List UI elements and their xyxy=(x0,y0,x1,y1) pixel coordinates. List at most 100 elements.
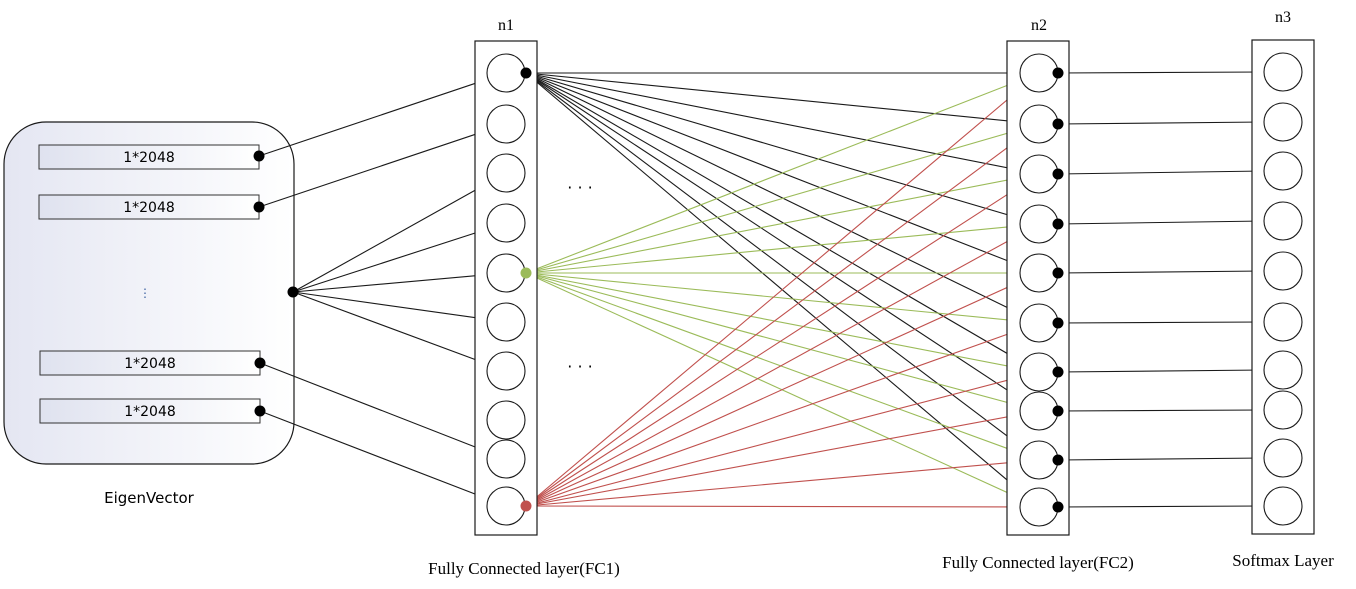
fc-connection-line xyxy=(525,175,1022,274)
input-dot xyxy=(253,201,265,213)
vertical-ellipsis: ⋮ xyxy=(139,286,151,300)
fc-connection-line xyxy=(525,72,1023,316)
fc2-softmax-line xyxy=(1057,118,1265,127)
neurons xyxy=(486,52,1303,527)
vector-bar: 1*2048 xyxy=(39,398,261,424)
input-connection-line xyxy=(259,362,490,454)
input-dot xyxy=(254,357,266,369)
fc2-neuron xyxy=(1019,487,1059,527)
softmax-neuron xyxy=(1263,438,1303,478)
input-connection-line xyxy=(292,291,489,366)
fc1-neuron xyxy=(486,104,526,144)
fc2-softmax-line xyxy=(1057,366,1265,375)
softmax-neuron xyxy=(1263,486,1303,526)
fc2-output-dot xyxy=(1052,454,1064,466)
fc2-softmax-line xyxy=(1057,454,1265,463)
fc2-neuron xyxy=(1019,303,1059,343)
softmax-bottom-label: Softmax Layer xyxy=(1232,551,1334,570)
fc2-softmax-line xyxy=(1057,217,1265,226)
vector-bar: 1*2048 xyxy=(39,350,261,376)
fc2-softmax-line xyxy=(1057,68,1265,77)
fc-connection-line xyxy=(525,134,1025,507)
fc2-output-dot xyxy=(1052,317,1064,329)
fc2-output-dot xyxy=(1052,501,1064,513)
fc-connection-line xyxy=(525,72,1026,496)
fc1-neuron xyxy=(486,351,526,391)
fc2-neuron xyxy=(1019,253,1059,293)
fc-connection-line xyxy=(525,458,1021,507)
fc2-neuron xyxy=(1019,204,1059,244)
fc2-output-dot xyxy=(1052,218,1064,230)
softmax-neuron xyxy=(1263,390,1303,430)
input-dot xyxy=(254,405,266,417)
vector-label: 1*2048 xyxy=(124,404,176,420)
fc-connection-line xyxy=(525,72,1023,268)
fc2-softmax-line xyxy=(1057,318,1265,327)
fc1-neuron xyxy=(486,439,526,479)
vector-bar: 1*2048 xyxy=(38,194,260,220)
fc-connection-line xyxy=(525,328,1022,507)
softmax-neuron xyxy=(1263,251,1303,291)
input-dot xyxy=(287,286,299,298)
fc-connection-line xyxy=(525,272,1022,409)
fc1-neuron xyxy=(486,203,526,243)
fc-connection-line xyxy=(525,411,1022,507)
fc-connection-line xyxy=(525,72,1021,126)
fc-connection-line xyxy=(525,374,1022,507)
softmax-neuron xyxy=(1263,102,1303,142)
fc2-softmax-line xyxy=(1057,502,1265,511)
fc1-neuron xyxy=(486,302,526,342)
fc2-softmax-line xyxy=(1057,267,1265,276)
fc2-softmax-line xyxy=(1057,406,1265,415)
fc-connection-line xyxy=(525,72,1022,173)
input-dot xyxy=(253,150,265,162)
softmax-neuron xyxy=(1263,201,1303,241)
fc1-source-dot xyxy=(520,67,532,79)
fc1-neuron xyxy=(486,486,526,526)
fc-connection-line xyxy=(525,127,1022,274)
fc1-source-dot xyxy=(520,500,532,512)
fc2-bottom-label: Fully Connected layer(FC2) xyxy=(942,553,1134,572)
input-connection-line xyxy=(292,181,491,293)
fc2-output-dot xyxy=(1052,168,1064,180)
fc-connection-line xyxy=(525,280,1023,507)
fc-connection-line xyxy=(525,72,1024,402)
fc2-neuron xyxy=(1019,154,1059,194)
fc-connection-line xyxy=(525,272,1022,371)
fc-connection-line xyxy=(525,183,1024,507)
connection-points xyxy=(253,67,1064,513)
vector-label: 1*2048 xyxy=(123,200,175,216)
softmax-neuron xyxy=(1263,52,1303,92)
fc-connection-line xyxy=(525,84,1026,507)
softmax-neuron xyxy=(1263,350,1303,390)
fc-connection-line xyxy=(525,78,1023,274)
fc2-neuron xyxy=(1019,104,1059,144)
fc-connection-line xyxy=(525,232,1024,507)
softmax-neuron xyxy=(1263,151,1303,191)
fc2-output-dot xyxy=(1052,405,1064,417)
fc2-softmax-line xyxy=(1057,167,1265,176)
input-connection-line xyxy=(292,227,489,293)
fc2-output-dot xyxy=(1052,67,1064,79)
fc1-neuron xyxy=(486,153,526,193)
input-connection-line xyxy=(259,410,490,501)
fc1-neuron xyxy=(486,400,526,440)
fc1-ellipsis-lower: · · · xyxy=(567,357,592,376)
fc-connection-line xyxy=(525,72,1025,450)
fc-connection-line xyxy=(525,72,1024,363)
fc2-neuron xyxy=(1019,352,1059,392)
fc1-source-dot xyxy=(520,267,532,279)
input-connection-line xyxy=(292,291,488,323)
fc-connection-line xyxy=(525,72,1022,221)
fc2-neuron xyxy=(1019,53,1059,93)
fc2-output-dot xyxy=(1052,267,1064,279)
fc-connection-line xyxy=(525,272,1023,500)
eigenvector-label: EigenVector xyxy=(104,489,195,507)
vector-label: 1*2048 xyxy=(124,356,176,372)
input-connection-line xyxy=(258,77,489,157)
fc2-top-label: n2 xyxy=(1031,17,1047,34)
fc1-bottom-label: Fully Connected layer(FC1) xyxy=(428,559,620,578)
fc2-neuron xyxy=(1019,440,1059,480)
vector-bar: 1*2048 xyxy=(38,144,260,170)
